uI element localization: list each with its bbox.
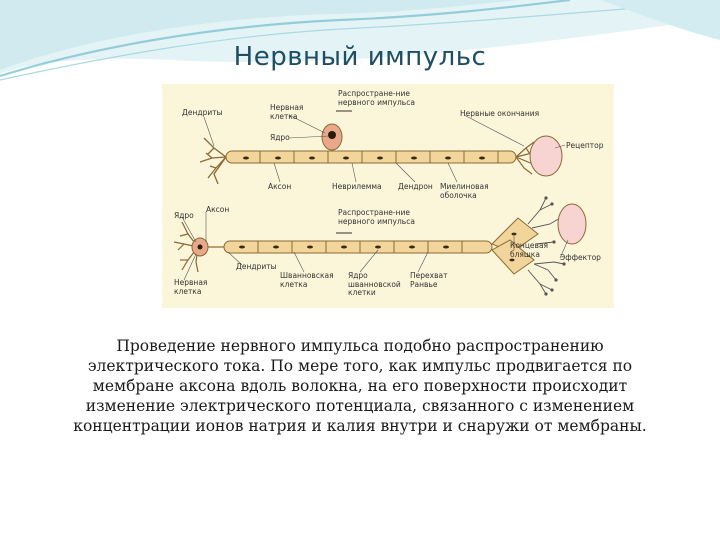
label-axon-top: Аксон (268, 182, 292, 191)
effector-shape (557, 203, 587, 245)
label-axon-bottom: Аксон (206, 205, 230, 214)
caption-line: Проведение нервного импульса подобно рас… (116, 337, 604, 355)
label-nerve-endings: Нервные окончания (460, 109, 540, 118)
caption-line: мембране аксона вдоль волокна, на его по… (92, 377, 628, 395)
top-cell-body (321, 123, 343, 151)
slide-caption: Проведение нервного импульса подобно рас… (60, 336, 660, 436)
bottom-axon-fiber (223, 240, 493, 254)
caption-line: изменение электрического потенциала, свя… (85, 397, 635, 415)
top-dendrite-tree (199, 137, 227, 185)
receptor-shape (529, 135, 563, 177)
label-dendron: Дендрон (398, 182, 433, 191)
slide-title: Нервный импульс (233, 42, 487, 72)
neuron-drawing (173, 110, 587, 296)
bottom-cell-body (191, 237, 224, 257)
caption-line: концентрации ионов натрия и калия внутри… (73, 417, 647, 435)
label-nucleus-top: Ядро (270, 133, 290, 142)
label-neurilemma: Неврилемма (332, 182, 382, 191)
top-axon-fiber (225, 150, 517, 164)
caption-line: электрического тока. По мере того, как и… (87, 357, 633, 375)
label-nucleus-bottom: Ядро (174, 211, 194, 220)
header-wave-decoration (0, 0, 720, 81)
bottom-axon-branches (491, 217, 539, 275)
label-receptor: Рецептор (566, 141, 604, 150)
label-effector: Эффектор (560, 253, 601, 262)
bottom-terminal-branches (527, 197, 565, 295)
label-dendrites-top: Дендриты (182, 108, 223, 117)
label-dendrites-bottom: Дендриты (236, 262, 277, 271)
